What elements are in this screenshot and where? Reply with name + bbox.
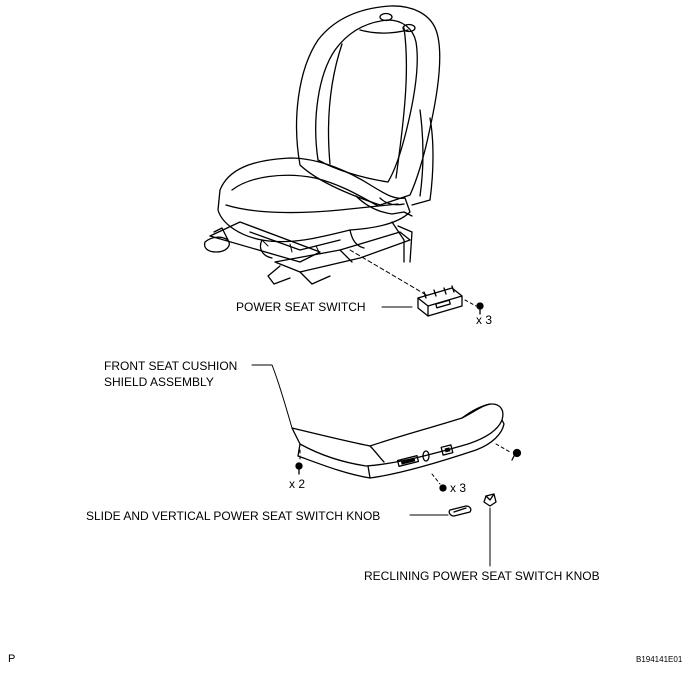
- shield-clip-qty: x 3: [450, 481, 467, 495]
- slide-vertical-knob-part: [448, 505, 472, 517]
- power-seat-switch-part: [417, 285, 463, 317]
- reclining-knob-part: [483, 493, 497, 507]
- shield-label-leader: [251, 364, 293, 429]
- corner-mark: P: [8, 653, 16, 665]
- front-seat-illustration: [203, 5, 441, 285]
- seatback-center-panel: [315, 19, 418, 183]
- shield-outline: [291, 403, 504, 467]
- slide-vertical-knob-label: SLIDE AND VERTICAL POWER SEAT SWITCH KNO…: [86, 509, 381, 523]
- shield-clip-icon: [439, 484, 447, 492]
- shield-slide-switch-opening: [396, 455, 420, 467]
- power-seat-switch-qty: x 3: [476, 313, 493, 327]
- shield-screw-qty: x 2: [289, 477, 306, 491]
- cushion-shield-label-line2: SHIELD ASSEMBLY: [104, 375, 214, 389]
- shield-side-screw-icon: [511, 448, 522, 461]
- shield-bottom-screw-icon: [295, 462, 303, 475]
- switch-leader-dashed: [349, 249, 429, 297]
- seatback-outline: [295, 5, 441, 206]
- shield-reclining-switch-opening: [440, 444, 454, 456]
- power-seat-switch-label: POWER SEAT SWITCH: [236, 300, 366, 314]
- switch-screw-icon: [476, 302, 484, 315]
- seat-rail-left: [209, 221, 321, 263]
- headrest-guide-right: [402, 23, 416, 33]
- figure-code: B194141E01: [636, 655, 683, 664]
- cushion-shield-part: [291, 403, 505, 479]
- cushion-shield-label-line1: FRONT SEAT CUSHION: [104, 359, 238, 373]
- headrest-guide-left: [379, 12, 393, 22]
- reclining-knob-label: RECLINING POWER SEAT SWITCH KNOB: [364, 569, 600, 583]
